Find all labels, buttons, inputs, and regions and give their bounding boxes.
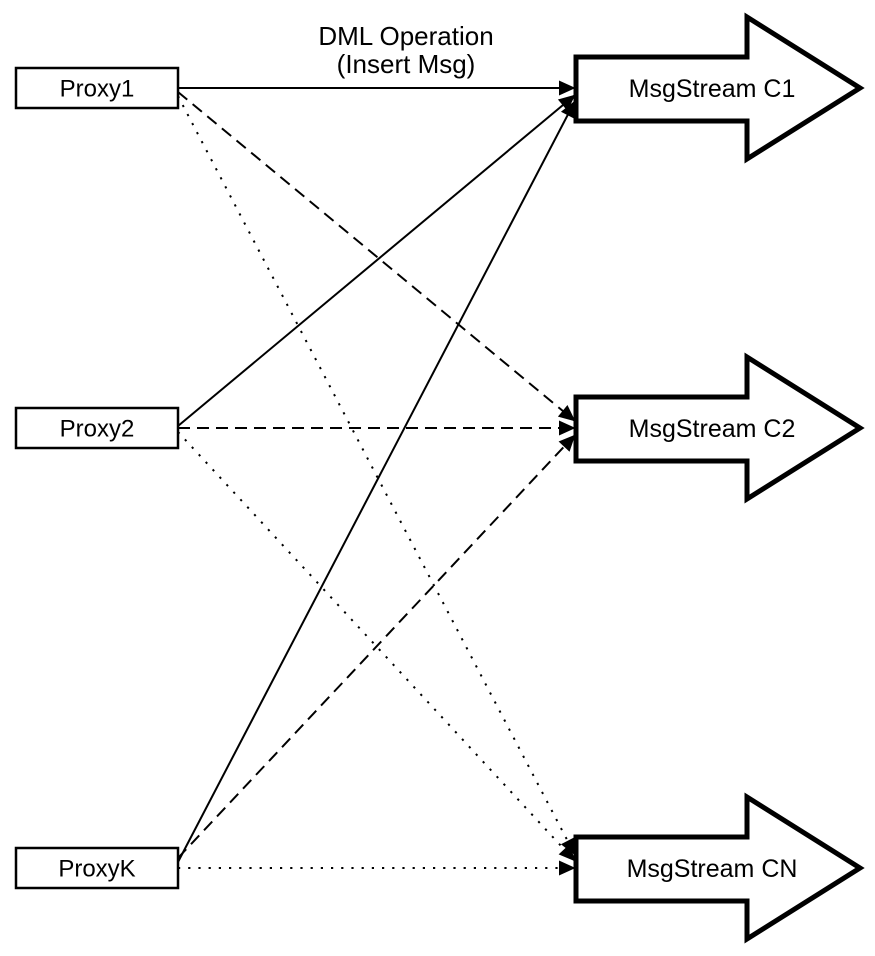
msgstream-c1-arrow-shape — [573, 12, 865, 164]
edge-proxy2-to-c1 — [177, 94, 576, 427]
msgstream-cn-arrow-shape — [573, 792, 865, 944]
proxy-nodes: Proxy1 Proxy2 ProxyK — [14, 66, 180, 890]
msgstream-nodes: MsgStream C1 MsgStream C2 MsgStream CN — [573, 12, 865, 944]
diagram-title-line1: DML Operation — [318, 21, 493, 51]
edge-annotation: DML Operation (Insert Msg) — [318, 21, 493, 79]
proxy1-box — [14, 66, 180, 110]
proxy2-label: Proxy2 — [60, 415, 135, 442]
msgstream-cn: MsgStream CN — [573, 792, 865, 944]
proxy2-box — [14, 406, 180, 450]
proxyk-node: ProxyK — [14, 846, 180, 890]
msgstream-c1-label: MsgStream C1 — [629, 75, 796, 103]
edge-proxy1-to-cn — [177, 95, 576, 856]
edge-proxyk-to-c2 — [177, 434, 576, 859]
msgstream-c1: MsgStream C1 — [573, 12, 865, 164]
diagram-title-line2: (Insert Msg) — [337, 49, 476, 79]
edge-proxyk-to-c1 — [177, 100, 576, 863]
msgstream-c2-arrow-shape — [573, 352, 865, 504]
msgstream-c2: MsgStream C2 — [573, 352, 865, 504]
edge-proxy1-to-c2 — [177, 91, 576, 422]
msgstream-c2-label: MsgStream C2 — [629, 415, 796, 443]
proxy1-node: Proxy1 — [14, 66, 180, 110]
proxyk-label: ProxyK — [58, 855, 135, 882]
proxy1-label: Proxy1 — [60, 75, 135, 102]
proxyk-box — [14, 846, 180, 890]
edges — [177, 80, 576, 876]
proxy2-node: Proxy2 — [14, 406, 180, 450]
msgstream-cn-label: MsgStream CN — [627, 855, 798, 883]
